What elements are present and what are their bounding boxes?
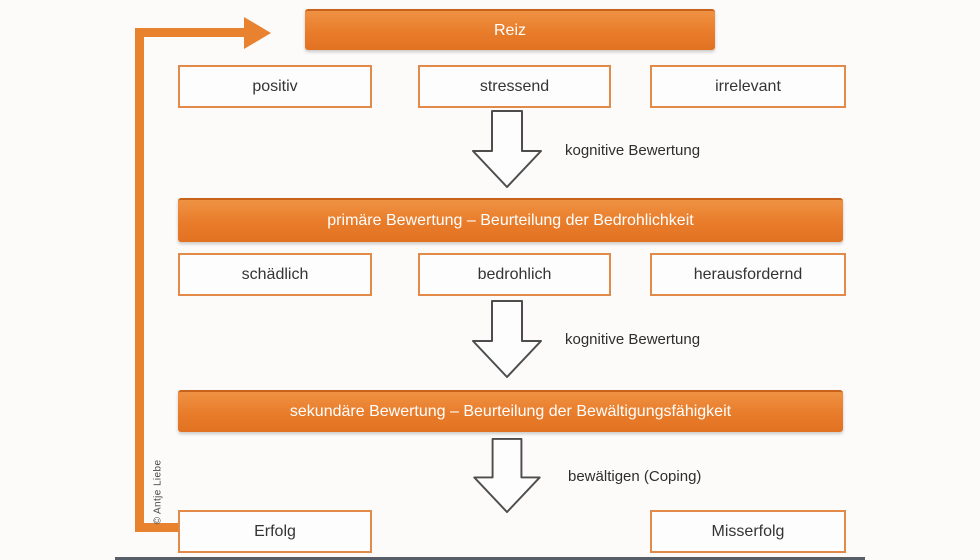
box-herausfordernd: herausfordernd [650, 253, 846, 296]
box-erfolg-label: Erfolg [254, 522, 296, 540]
feedback-loop-arrowhead-icon [244, 17, 271, 49]
box-stressend-label: stressend [479, 77, 550, 95]
reiz-bar: Reiz [305, 9, 715, 50]
feedback-loop-vertical-line [135, 28, 144, 532]
arrow2-label: kognitive Bewertung [565, 331, 701, 348]
box-irrelevant-label: irrelevant [715, 77, 781, 95]
secondary-appraisal-label: sekundäre Bewertung – Beurteilung der Be… [289, 403, 732, 420]
box-herausfordernd-label: herausfordernd [693, 265, 803, 283]
secondary-appraisal-bar: sekundäre Bewertung – Beurteilung der Be… [178, 390, 843, 432]
primary-appraisal-bar: primäre Bewertung – Beurteilung der Bedr… [178, 198, 843, 242]
box-positiv-label: positiv [252, 77, 298, 95]
copyright-credit: © Antje Liebe [152, 459, 164, 525]
box-stressend: stressend [418, 65, 611, 108]
box-erfolg: Erfolg [178, 510, 372, 553]
box-misserfolg: Misserfolg [650, 510, 846, 553]
box-misserfolg-label: Misserfolg [711, 522, 785, 540]
bottom-edge-strip [115, 557, 865, 560]
down-arrow-icon [473, 438, 541, 513]
primary-appraisal-label: primäre Bewertung – Beurteilung der Bedr… [327, 212, 694, 229]
box-positiv: positiv [178, 65, 372, 108]
down-arrow-icon [472, 300, 542, 378]
box-irrelevant: irrelevant [650, 65, 846, 108]
box-bedrohlich: bedrohlich [418, 253, 611, 296]
box-bedrohlich-label: bedrohlich [477, 265, 552, 283]
box-schaedlich-label: schädlich [241, 265, 309, 283]
feedback-loop-bottom-line [135, 523, 179, 532]
arrow1-label: kognitive Bewertung [565, 142, 701, 159]
arrow3-label: bewältigen (Coping) [568, 468, 702, 485]
down-arrow-icon [472, 110, 542, 188]
reiz-label: Reiz [493, 21, 526, 39]
feedback-loop-top-line [135, 28, 245, 37]
box-schaedlich: schädlich [178, 253, 372, 296]
